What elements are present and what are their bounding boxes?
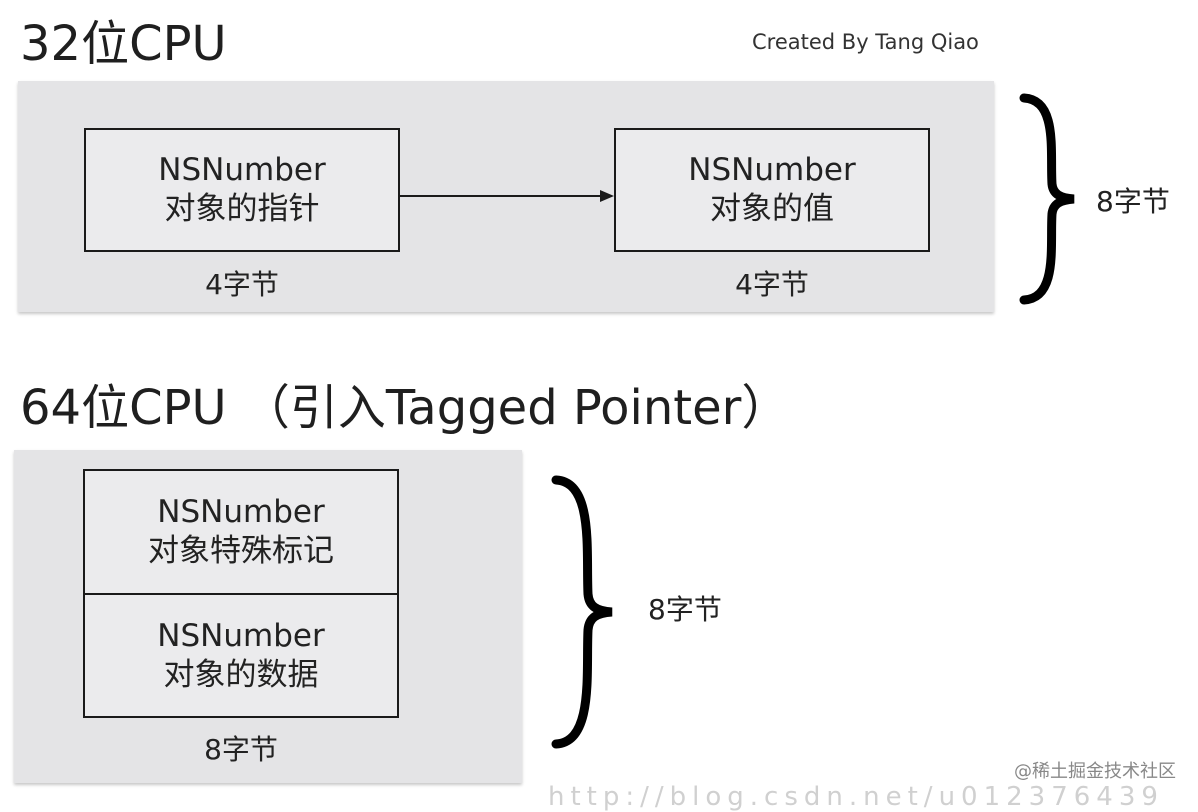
value-box-line1: NSNumber <box>688 152 856 189</box>
brace-64-icon <box>551 475 613 749</box>
watermark: @稀土掘金技术社区 <box>1014 761 1176 782</box>
value-box-line2: 对象的值 <box>710 191 834 227</box>
tag-box: NSNumber 对象特殊标记 <box>83 469 399 595</box>
pointer-box-line1: NSNumber <box>158 152 326 189</box>
brace-32-icon <box>1019 93 1075 305</box>
tag-box-line2: 对象特殊标记 <box>148 533 334 569</box>
value-box: NSNumber 对象的值 <box>614 128 930 252</box>
data-box-line1: NSNumber <box>157 617 325 654</box>
url-watermark: http://blog.csdn.net/u012376439 <box>548 782 1164 812</box>
section-64-inner-size: 8字节 <box>204 733 278 766</box>
data-box-line2: 对象的数据 <box>163 656 319 693</box>
tag-box-line1: NSNumber <box>157 494 325 531</box>
pointer-box-line2: 对象的指针 <box>164 191 320 227</box>
section-64-title: 64位CPU （引入Tagged Pointer） <box>20 380 790 436</box>
value-size-label: 4字节 <box>735 268 809 301</box>
section-32-total-size: 8字节 <box>1096 185 1170 218</box>
pointer-arrow <box>398 190 614 202</box>
pointer-box: NSNumber 对象的指针 <box>84 128 400 252</box>
section-64-total-size: 8字节 <box>648 593 722 626</box>
credit-text: Created By Tang Qiao <box>752 30 979 54</box>
data-box: NSNumber 对象的数据 <box>83 593 399 718</box>
pointer-size-label: 4字节 <box>205 268 279 301</box>
section-32-title: 32位CPU <box>20 16 227 72</box>
